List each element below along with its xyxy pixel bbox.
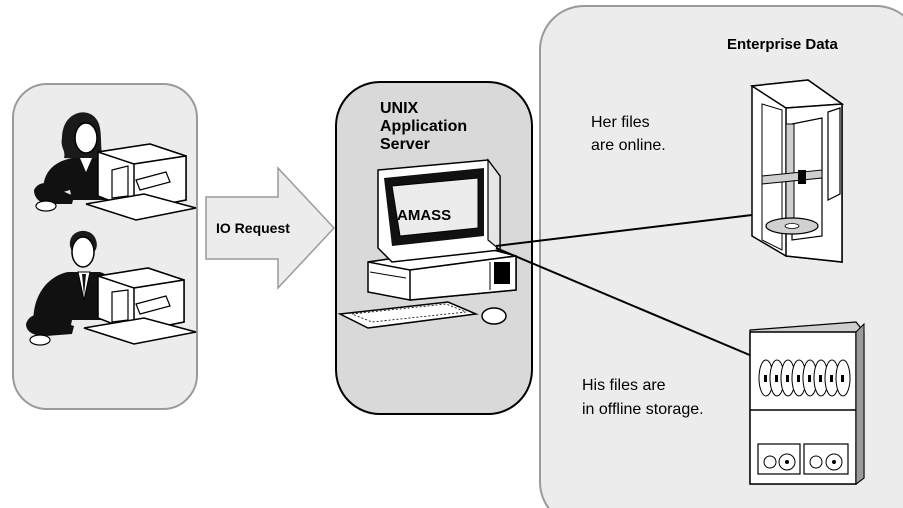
offline-text-line-2: in offline storage.	[582, 401, 704, 418]
server-title-line-2: Application	[380, 118, 467, 135]
io-request-label: IO Request	[216, 220, 290, 236]
link-offline	[495, 247, 753, 357]
online-text-line-2: are online.	[591, 137, 666, 154]
tape-library-icon	[749, 321, 865, 485]
amass-label: AMASS	[397, 207, 451, 224]
enterprise-data-title: Enterprise Data	[727, 36, 839, 53]
workstation-icon	[85, 143, 197, 221]
link-online	[495, 214, 753, 247]
server-title-line-3: Server	[380, 136, 430, 153]
online-text-line-1: Her files	[591, 114, 650, 131]
optical-jukebox-icon	[749, 79, 845, 263]
server-computer-icon	[337, 158, 517, 329]
io-request-arrow	[205, 166, 336, 290]
workstation-icon	[83, 267, 197, 345]
users-panel	[12, 83, 198, 410]
server-title-line-1: UNIX	[380, 100, 419, 117]
offline-text-line-1: His files are	[582, 377, 666, 394]
